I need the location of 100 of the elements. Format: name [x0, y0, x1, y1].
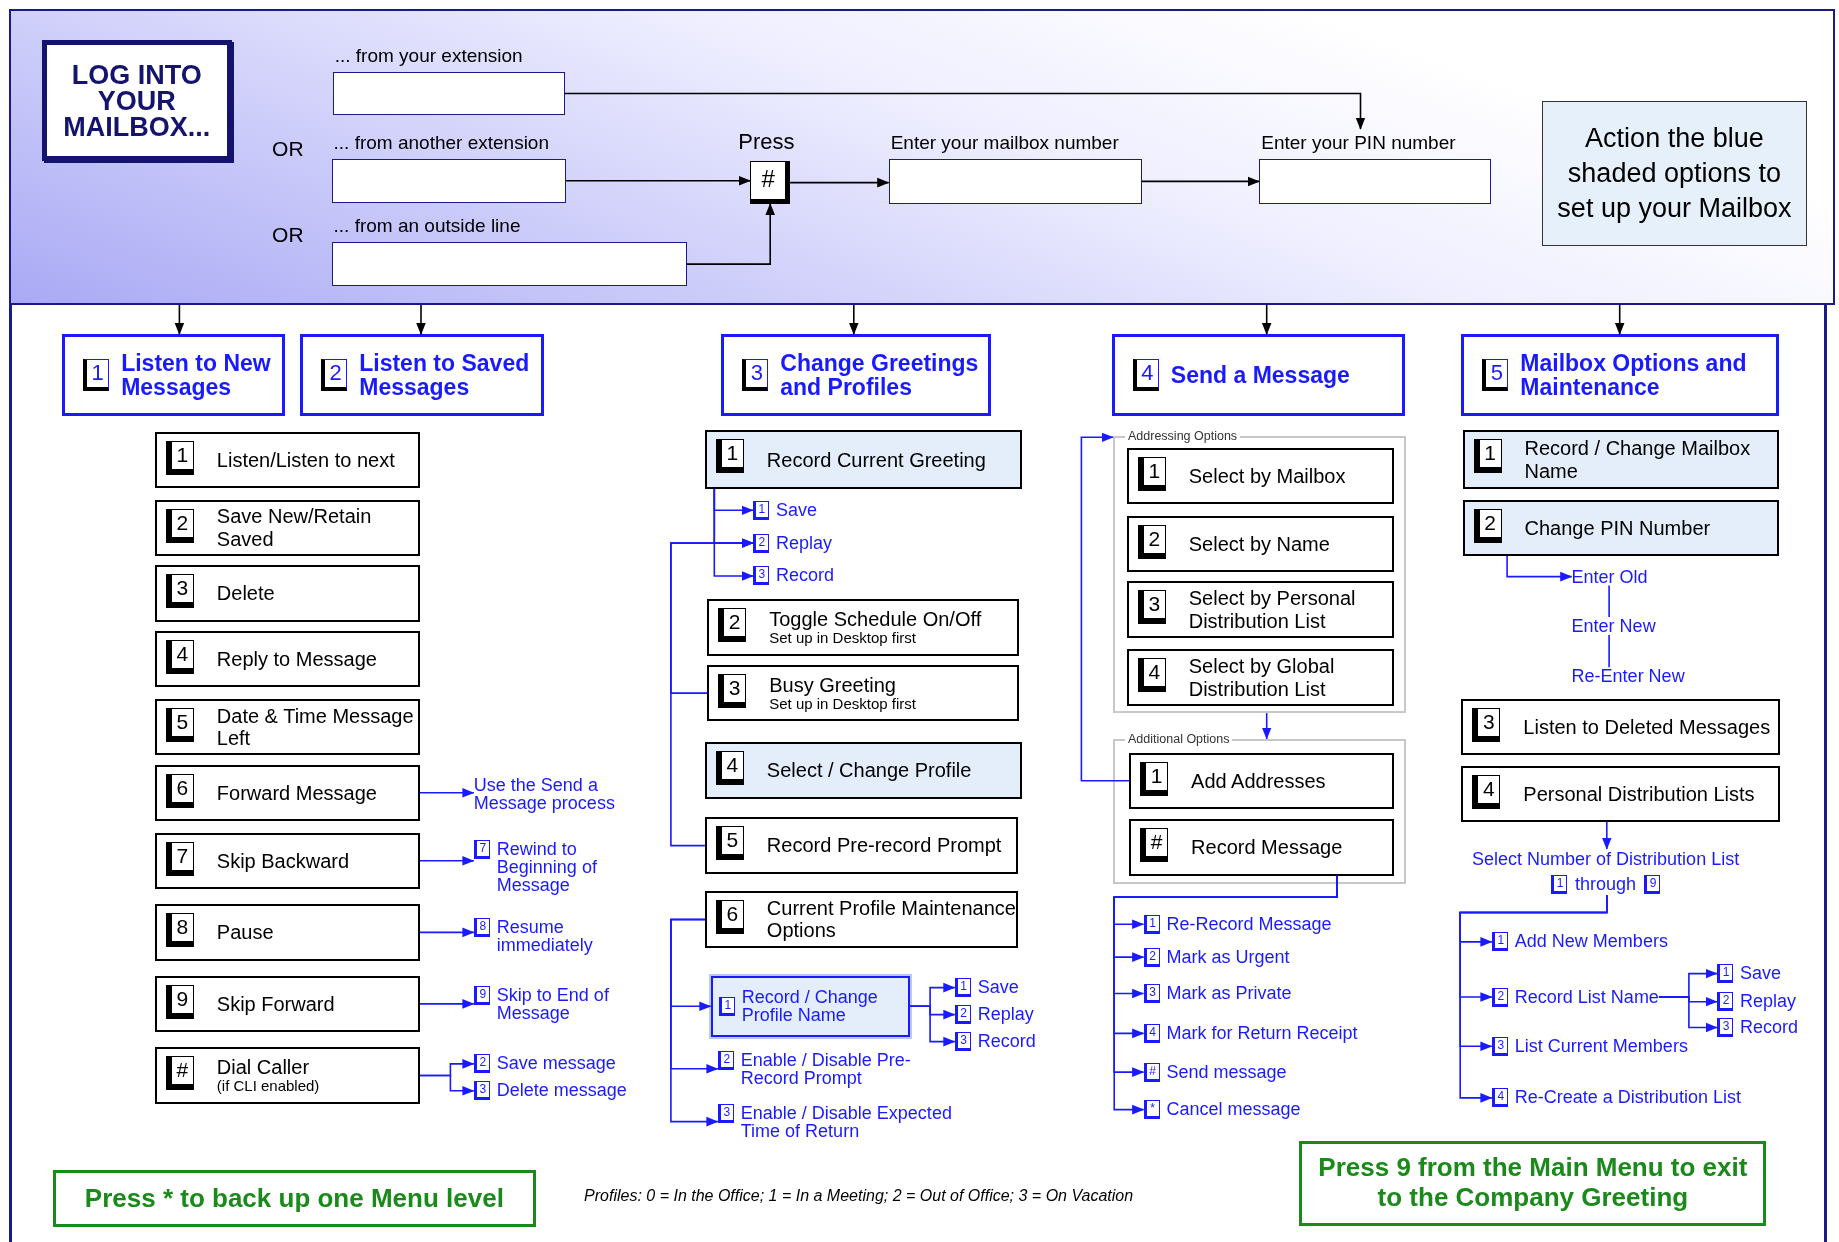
number-key: 2: [473, 1054, 490, 1074]
option-text: Toggle Schedule On/Off: [769, 608, 982, 631]
field-label: ... from an outside line: [333, 215, 521, 238]
arrow: [789, 177, 890, 188]
option-text: Record / Change Mailbox Name: [1524, 437, 1752, 483]
number-key: 9: [473, 986, 490, 1006]
arrow: [174, 304, 185, 336]
menu-option: [1126, 581, 1395, 638]
number-key: 3: [473, 1081, 490, 1101]
field-label: Enter your PIN number: [1261, 132, 1456, 155]
input-field: [888, 159, 1142, 204]
number-key: 8: [165, 913, 194, 948]
instruction-text: Select Number of Distribution List: [1471, 849, 1741, 871]
number-key: 2: [717, 1050, 734, 1070]
number-key: 6: [165, 773, 194, 808]
option-text: Current Profile Maintenance Options: [766, 897, 1016, 942]
option-text: Re-Record Message: [1166, 914, 1332, 933]
option-text: Add New Members: [1514, 932, 1668, 951]
option-text: Resume immediately: [496, 918, 594, 955]
menu-header: [1111, 334, 1406, 417]
option-text: Re-Create a Distribution List: [1514, 1088, 1741, 1107]
arrow: [1602, 821, 1612, 850]
option-text: Mark as Private: [1166, 984, 1292, 1002]
number-key: 1: [954, 978, 971, 998]
arrow: [1141, 176, 1261, 187]
header-text: Listen to New Messages: [121, 351, 272, 400]
press-label: Press: [738, 129, 795, 156]
option-text: Cancel message: [1166, 1100, 1301, 1119]
number-key: 4: [1137, 658, 1166, 693]
number-key: 7: [473, 839, 490, 859]
menu-option: [154, 630, 420, 688]
arrow: [670, 918, 719, 1127]
option-text: Select / Change Profile: [766, 759, 972, 782]
input-field: [331, 242, 687, 286]
option-text: Personal Distribution Lists: [1523, 782, 1755, 806]
number-key: 1: [1551, 875, 1568, 894]
option-text: Save: [977, 978, 1019, 997]
number-key: 3: [1717, 1018, 1733, 1037]
menu-option: [1126, 649, 1395, 706]
number-key: 2: [165, 508, 194, 543]
option-text: Date & Time Message Left: [216, 704, 415, 750]
option-text: Enter New: [1571, 616, 1656, 635]
option-text: Record: [775, 566, 834, 585]
arrow: [713, 488, 754, 581]
menu-option: [704, 891, 1018, 948]
connector-word: OR: [272, 137, 304, 162]
number-key: 4: [165, 639, 194, 674]
number-key: 2: [718, 608, 747, 643]
arrow: [1459, 894, 1608, 1103]
number-key: 1: [165, 440, 194, 475]
hash-key: #: [750, 161, 791, 204]
number-key: 8: [473, 918, 490, 938]
arrow: [1261, 712, 1272, 740]
info-note: Action the blue shaded options to set up your Mailbox: [1541, 100, 1807, 246]
number-key: 5: [1482, 359, 1509, 392]
number-key: 7: [165, 841, 194, 876]
arrow: [1614, 304, 1625, 336]
arrow: [419, 999, 475, 1009]
number-key: 1: [718, 996, 735, 1016]
connector-word: OR: [272, 222, 304, 247]
number-key: 1: [1137, 456, 1166, 491]
connector-line: [1608, 584, 1610, 618]
option-text: Listen to Deleted Messages: [1523, 715, 1771, 739]
option-box: [710, 975, 911, 1037]
number-key: 1: [1473, 439, 1502, 474]
number-key: 1: [1143, 914, 1160, 934]
option-text: Record: [977, 1032, 1036, 1051]
number-key: 4: [1472, 774, 1501, 809]
menu-option: [1462, 499, 1780, 556]
option-text: Skip Backward: [216, 849, 350, 873]
field-label: ... from another extension: [333, 132, 549, 155]
number-key: 9: [165, 984, 194, 1019]
option-text: Record List Name: [1514, 987, 1659, 1006]
arrow: [1261, 304, 1272, 336]
number-key: 3: [718, 674, 747, 708]
menu-option: [154, 975, 420, 1033]
menu-option: [1462, 430, 1780, 490]
input-field: [331, 159, 567, 203]
number-key: *: [1143, 1100, 1160, 1120]
number-key: 3: [742, 359, 769, 392]
option-text: Mark for Return Receipt: [1166, 1023, 1358, 1042]
number-key: 2: [321, 359, 348, 392]
number-key: 2: [752, 533, 769, 553]
number-key: 5: [715, 826, 744, 861]
number-key: 1: [715, 439, 744, 474]
number-key: 3: [1143, 984, 1160, 1003]
group-label: Addressing Options: [1125, 429, 1241, 444]
arrow: [1080, 432, 1130, 782]
number-key: 3: [1137, 590, 1166, 625]
arrow: [849, 304, 859, 336]
header-text: Change Greetings and Profiles: [780, 351, 980, 400]
number-key: 1: [1717, 964, 1733, 984]
menu-option: [1129, 819, 1395, 876]
option-text: Replay: [977, 1005, 1034, 1024]
arrow: [1506, 555, 1573, 582]
connector-line: [1608, 634, 1610, 669]
option-text: Enter Old: [1571, 567, 1648, 586]
arrow: [419, 856, 475, 866]
arrow: [419, 1074, 475, 1096]
number-key: 1: [1491, 932, 1508, 952]
